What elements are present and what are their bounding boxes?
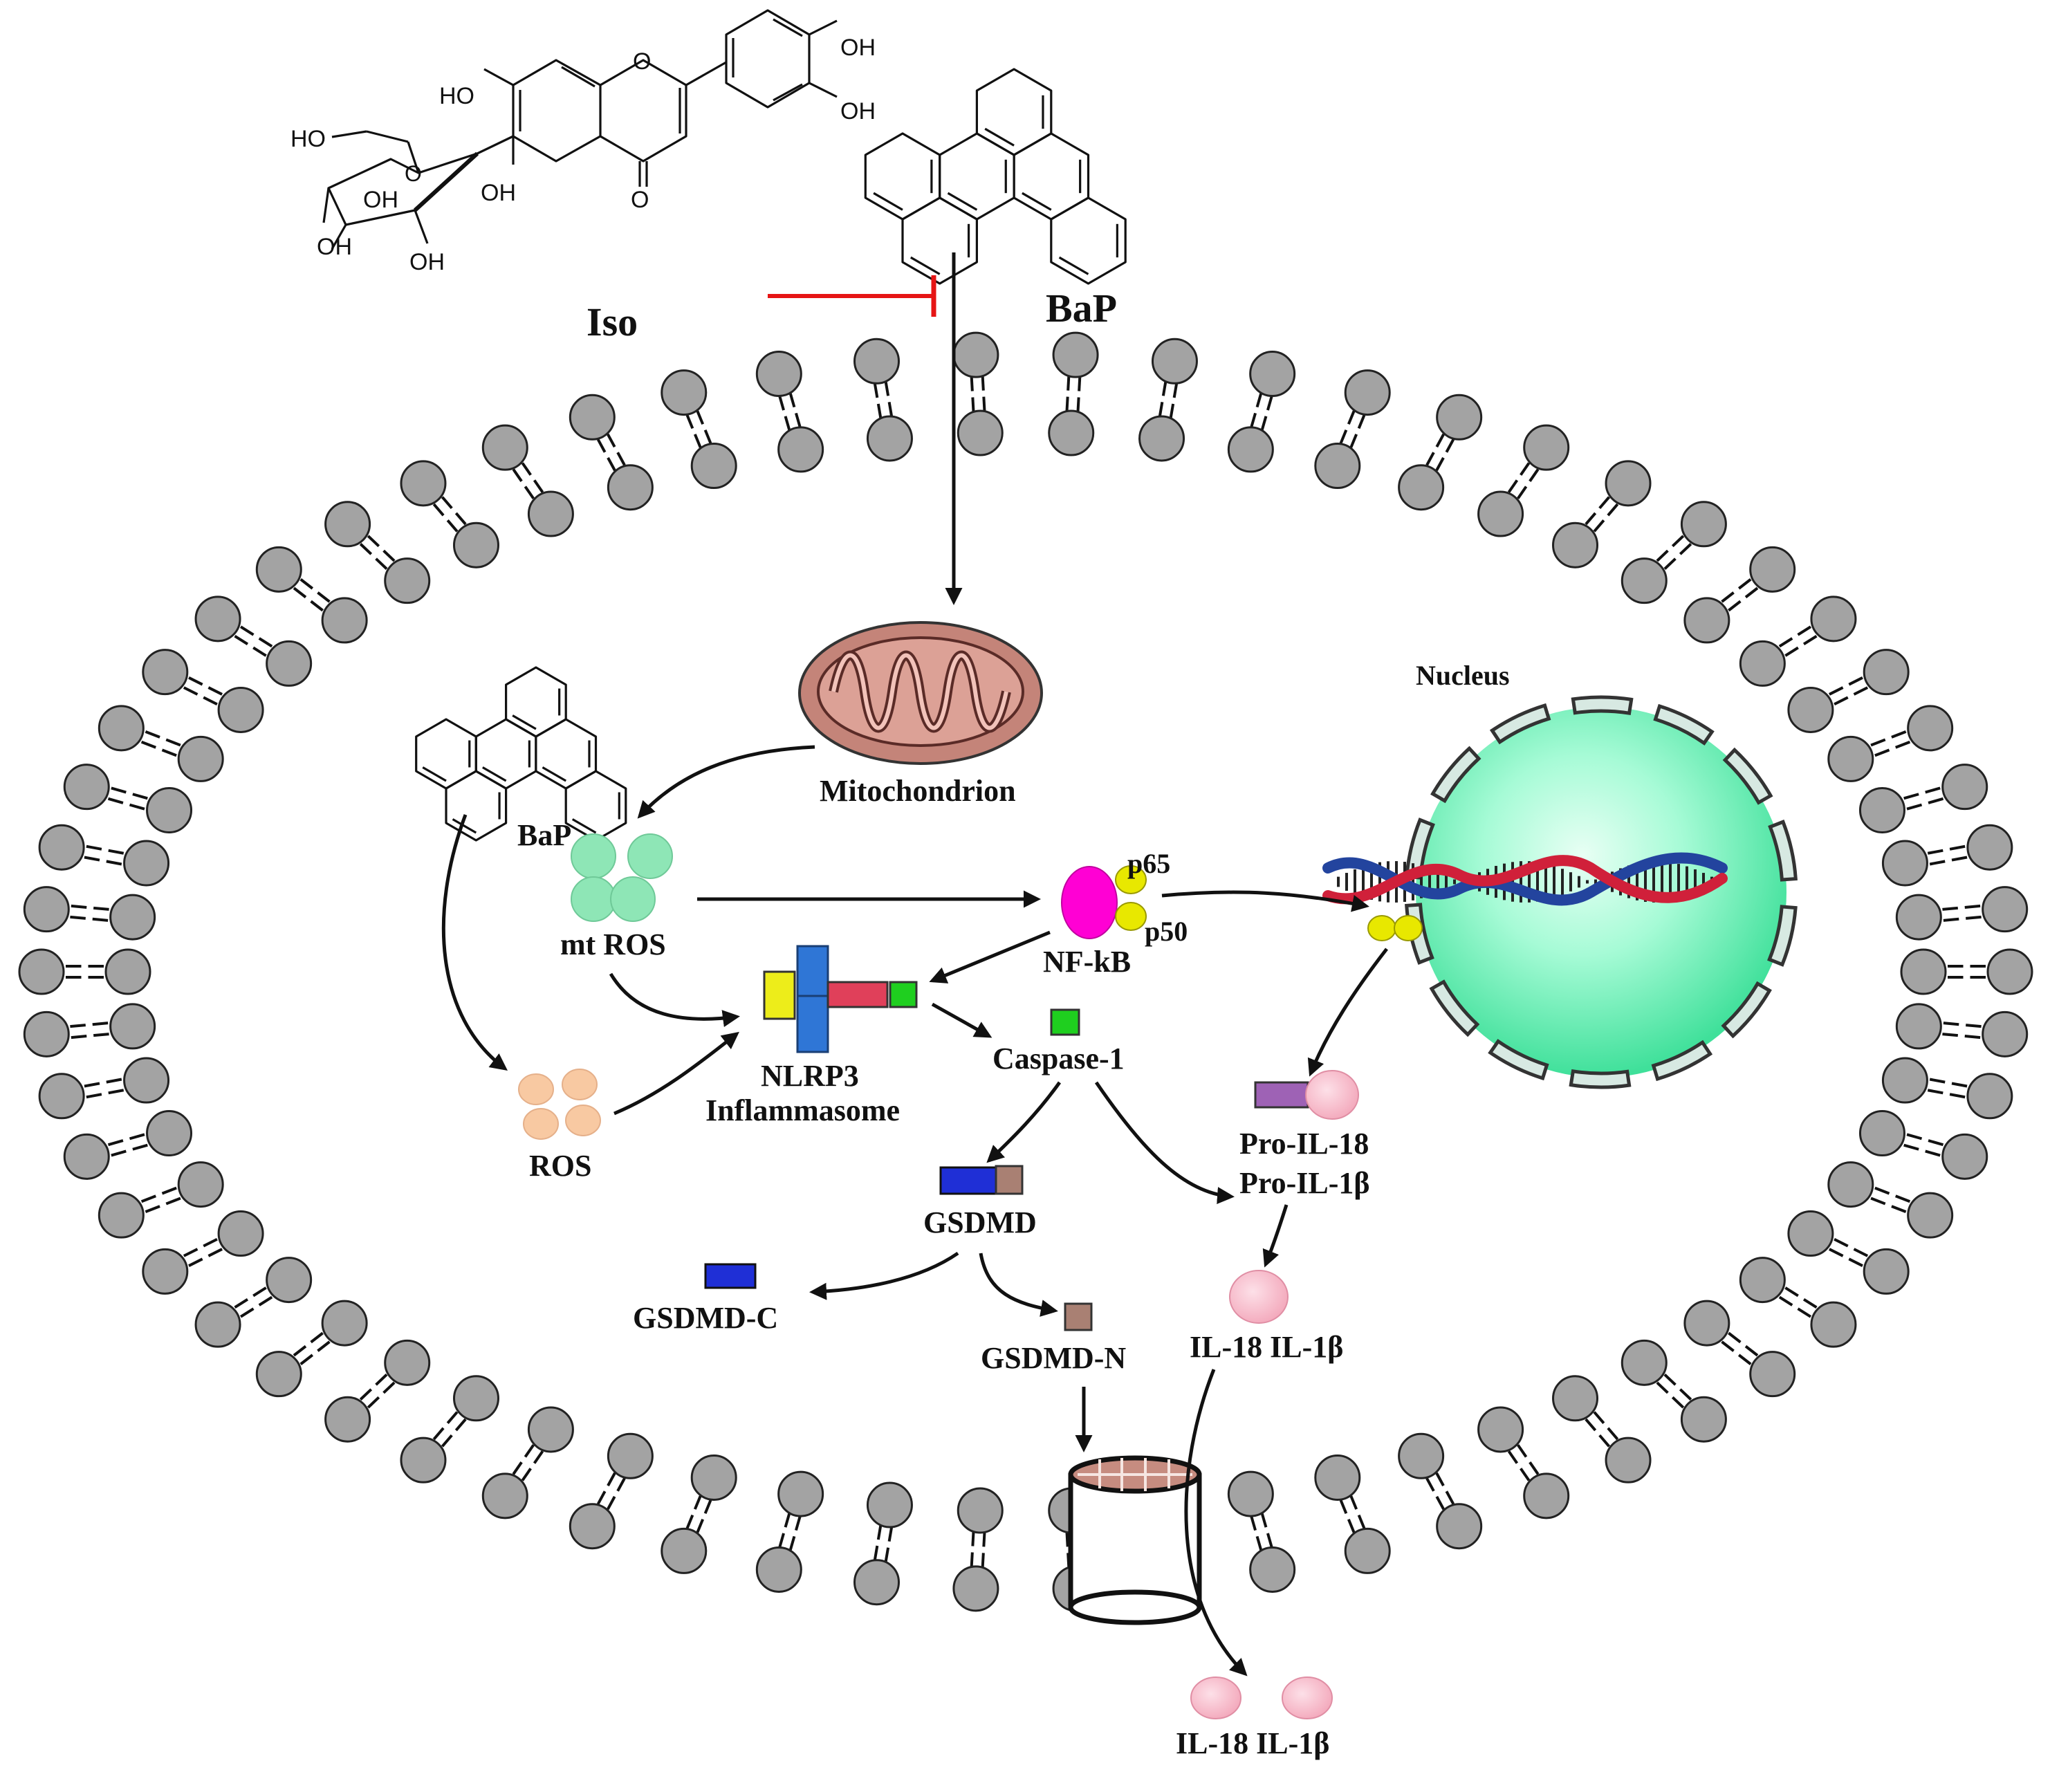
oh-label: OH [840, 35, 876, 61]
gsdmd-pore [1068, 1455, 1202, 1625]
nlrp3-label: NLRP3 [761, 1059, 859, 1093]
bap-structure [864, 68, 1127, 285]
pathway-arrows [441, 745, 1388, 1676]
ho-label: HO [439, 83, 474, 109]
cell-membrane-bilayer [18, 331, 2033, 1612]
oh-label: OH [317, 234, 352, 260]
pro-il-shape [1254, 1070, 1359, 1120]
pro-il-18-label: Pro-IL-18 [1239, 1127, 1369, 1161]
il-outside-shapes [1190, 1676, 1333, 1719]
gsdmd-label: GSDMD [923, 1206, 1037, 1239]
mt-ros-cluster [571, 833, 673, 922]
sugar-oxygen-label: O [405, 161, 422, 186]
bap-structure-inner [415, 666, 627, 842]
il-outside-label: IL-18 IL-1β [1176, 1726, 1329, 1760]
bap-inner-label: BaP [517, 818, 571, 852]
keto-oxygen-label: O [631, 187, 649, 213]
bap-label: BaP [1046, 286, 1117, 331]
p65-label: p65 [1127, 848, 1170, 879]
gsdmd-c-label: GSDMD-C [633, 1301, 778, 1335]
ros-label: ROS [529, 1149, 591, 1183]
dna-helix [1322, 852, 1728, 906]
gsdmd-c-shape [704, 1263, 757, 1289]
pro-il-1b-label: Pro-IL-1β [1239, 1166, 1370, 1200]
oh-label: OH [840, 98, 876, 124]
gsdmd-n-label: GSDMD-N [981, 1341, 1126, 1375]
oh-label: OH [409, 249, 445, 275]
nucleus [1322, 695, 1798, 1089]
ros-cluster [518, 1069, 601, 1140]
il-inside-label: IL-18 IL-1β [1190, 1330, 1343, 1364]
inflammasome-label: Inflammasome [705, 1093, 900, 1127]
il-inside-shape [1229, 1270, 1289, 1324]
nucleus-label: Nucleus [1416, 660, 1510, 691]
nfkb-complex [1061, 865, 1147, 939]
caspase-1-label: Caspase-1 [992, 1042, 1125, 1075]
iso-inhibition-symbol [768, 275, 936, 317]
oh-label: OH [481, 180, 516, 206]
mitochondrion-label: Mitochondrion [820, 774, 1016, 808]
mitochondrion [798, 621, 1043, 765]
ho-label: HO [290, 126, 326, 152]
isoorientin-structure: OH OH HO HO OH OH OH OH O O O [290, 9, 876, 275]
mt-ros-label: mt ROS [560, 927, 666, 961]
gsdmd-n-shape [1064, 1302, 1093, 1331]
gsdmd-shape [939, 1165, 1024, 1195]
oh-label: OH [363, 187, 398, 213]
nfkb-label: NF-kB [1043, 945, 1131, 979]
p50-label: p50 [1145, 916, 1188, 947]
nlrp3-inflammasome [763, 945, 918, 1053]
iso-label: Iso [587, 299, 638, 344]
caspase-1-shape [1050, 1008, 1080, 1036]
ring-oxygen-label: O [633, 48, 651, 75]
